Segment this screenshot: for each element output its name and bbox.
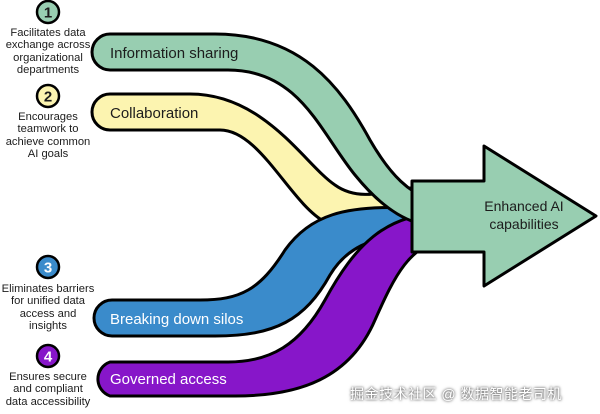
description-line: Encourages (18, 111, 78, 123)
description-line: insights (29, 320, 67, 333)
watermark: 掘金技术社区 @ 数据智能老司机 (350, 386, 562, 402)
description-line: for unified data (10, 295, 85, 308)
target-label: capabilities (489, 216, 558, 232)
description-line: achieve common (5, 135, 91, 148)
band-governed-access (96, 211, 447, 398)
band-label: Breaking down silos (110, 311, 243, 328)
description-line: AI goals (27, 148, 69, 161)
description-line: Ensures secure (9, 371, 87, 383)
description-line: exchange across (5, 39, 91, 52)
svg-text:1: 1 (44, 5, 52, 22)
description-line: departments (16, 64, 80, 77)
band-label: Information sharing (110, 45, 238, 62)
badge-2: 2 (35, 83, 61, 109)
badge-1: 1 (35, 0, 61, 25)
description-line: teamwork to (17, 123, 79, 136)
description-line: data accessibility (5, 395, 91, 408)
band-breaking-down-silos (92, 206, 417, 338)
target-label: Enhanced AI (484, 198, 563, 214)
description-collaboration: Encourages teamwork to achieve common AI… (0, 111, 96, 161)
description-line: organizational (13, 51, 83, 64)
description-governed-access: Ensures secure and compliant data access… (0, 371, 96, 408)
enhanced-ai-capabilities-arrow (410, 144, 598, 288)
description-line: access and (19, 307, 77, 320)
description-information-sharing: Facilitates data exchange across organiz… (0, 27, 96, 77)
band-label: Governed access (110, 371, 227, 388)
description-line: Eliminates barriers (1, 283, 95, 295)
description-line: and compliant (13, 383, 83, 396)
svg-text:2: 2 (44, 89, 52, 106)
band-information-sharing (90, 32, 440, 230)
svg-text:3: 3 (44, 260, 52, 277)
badge-3: 3 (35, 254, 61, 280)
svg-text:4: 4 (44, 349, 53, 366)
description-line: Facilitates data (10, 27, 86, 39)
band-label: Collaboration (110, 105, 198, 122)
badge-4: 4 (35, 343, 61, 369)
description-breaking-down-silos: Eliminates barriers for unified data acc… (0, 283, 96, 333)
